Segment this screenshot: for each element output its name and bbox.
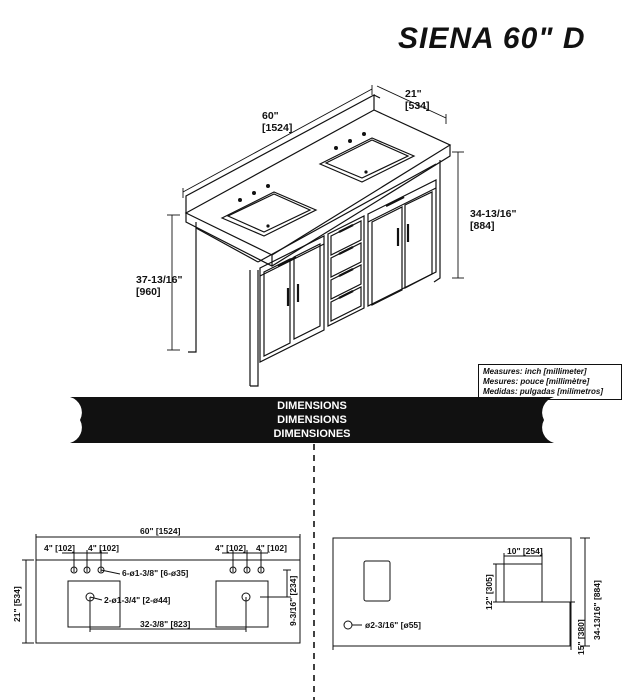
- top-overall-width: 60" [1524]: [140, 526, 181, 536]
- back-cutout-width: 10" [254]: [507, 546, 543, 556]
- top-hole-offset: 9-3/16" [234]: [288, 575, 298, 626]
- measurement-legend: Measures: inch [millimeter] Mesures: pou…: [478, 364, 622, 400]
- top-spacing-a2: 4" [102]: [88, 543, 119, 553]
- back-cutout-height: 12" [305]: [484, 574, 494, 610]
- top-depth: 21" [534]: [12, 586, 22, 622]
- back-pipe-hole: ø2-3/16" [ø55]: [365, 620, 421, 630]
- back-pipe-height: 15" [380]: [576, 619, 586, 655]
- back-height: 34-13/16" [884]: [592, 580, 602, 640]
- iso-depth-dim: 21" [534]: [405, 88, 430, 112]
- iso-width-dim: 60" [1524]: [262, 110, 293, 134]
- dimensions-banner: DIMENSIONS DIMENSIONS DIMENSIONES: [273, 400, 351, 440]
- iso-height-dim: 37-13/16" [960]: [136, 274, 183, 298]
- top-faucet-holes: 6-ø1-3/8" [6-ø35]: [122, 568, 189, 578]
- iso-cabinet-height-dim: 34-13/16" [884]: [470, 208, 517, 232]
- top-spacing-a1: 4" [102]: [44, 543, 75, 553]
- top-drain-spacing: 32-3/8" [823]: [140, 619, 191, 629]
- product-title: SIENA 60" D: [398, 22, 586, 55]
- top-spacing-b1: 4" [102]: [215, 543, 246, 553]
- top-spacing-b2: 4" [102]: [256, 543, 287, 553]
- top-drain-holes: 2-ø1-3/4" [2-ø44]: [104, 595, 171, 605]
